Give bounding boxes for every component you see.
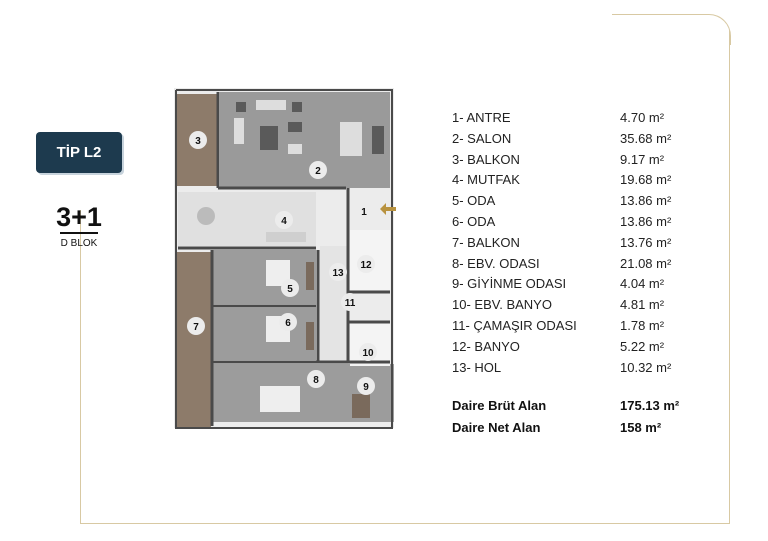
plan-label: 3 <box>195 136 201 147</box>
room-oda-6 <box>212 308 316 360</box>
block-label: D BLOK <box>60 238 98 249</box>
plan-label: 6 <box>285 318 291 329</box>
type-badge: TİP L2 <box>36 132 122 173</box>
frame-corner <box>612 14 731 45</box>
plan-label: 2 <box>315 166 321 177</box>
plan-label: 5 <box>287 284 293 295</box>
plan-label: 9 <box>363 382 369 393</box>
divider <box>60 232 98 234</box>
plan-label: 4 <box>281 216 287 227</box>
frame-left-line <box>80 210 81 524</box>
plan-label: 7 <box>193 322 199 333</box>
plan-label: 13 <box>332 268 344 279</box>
rooms-count: 3+1 <box>56 202 102 232</box>
frame-bottom-line <box>80 523 730 524</box>
plan-label: 1 <box>361 207 367 218</box>
balcony-7 <box>175 252 211 427</box>
plan-label: 12 <box>360 260 372 271</box>
floor-plan: 3 2 1 4 13 12 5 11 6 7 10 8 9 <box>174 88 396 429</box>
plan-label: 10 <box>362 348 374 359</box>
entrance-arrow-icon <box>380 203 396 215</box>
frame-right-line <box>729 30 730 524</box>
room-oda-5 <box>212 250 316 304</box>
plan-label: 8 <box>313 375 319 386</box>
plan-label: 11 <box>345 298 356 309</box>
